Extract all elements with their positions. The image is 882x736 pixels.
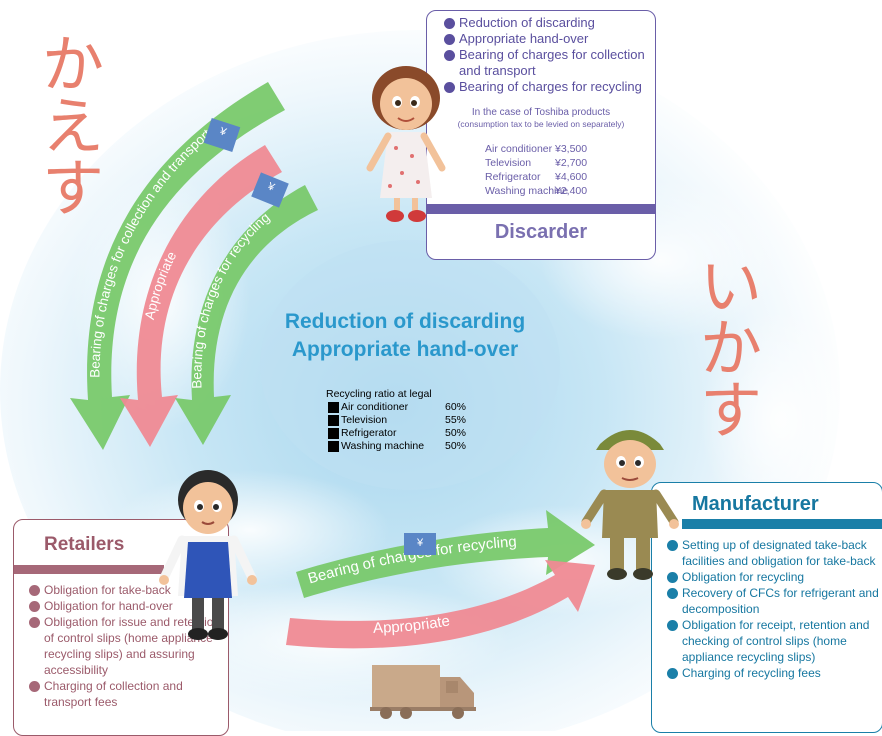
ratio-row: Washing machine 50%	[326, 440, 476, 453]
manufacturer-item: Setting up of designated take-back facil…	[666, 537, 880, 569]
japanese-kaesu: か え す	[42, 34, 112, 220]
woman-figure	[366, 66, 446, 222]
retailers-item: Charging of collection and transport fee…	[28, 678, 224, 710]
ratio-label: Air conditioner	[341, 401, 409, 413]
ratio-value: 50%	[445, 440, 467, 452]
ratio-row: Refrigerator 50%	[326, 427, 476, 440]
fee-value: ¥2,700	[555, 157, 588, 169]
arrow-appropriate-bottom	[286, 560, 595, 649]
fee-label: Washing machine	[485, 185, 569, 197]
fee-row: Air conditioner¥3,500	[485, 143, 645, 157]
arrow-recycling-bottom	[296, 510, 595, 598]
ratio-label: Television	[341, 414, 388, 426]
manufacturer-item: Charging of recycling fees	[666, 665, 880, 681]
jp-char: す	[700, 374, 763, 447]
fee-row: Refrigerator ¥4,600	[485, 171, 645, 185]
center-line-1: Reduction of discarding	[284, 310, 526, 333]
ratio-row: Air conditioner 60%	[326, 401, 476, 414]
ratio-title: Recycling ratio at legal	[326, 388, 432, 400]
arrow-collection	[70, 82, 285, 450]
arrow-recycling-left	[175, 185, 318, 445]
fee-value: ¥2,400	[555, 185, 588, 197]
arrow-appropriate-left	[120, 145, 282, 447]
retailers-divider	[14, 565, 164, 574]
jp-char: か	[42, 28, 105, 101]
ratio-value: 50%	[445, 427, 467, 439]
fee-label: Refrigerator	[485, 171, 541, 183]
ratio-value: 55%	[445, 414, 467, 426]
retailers-item: Obligation for hand-over	[28, 598, 224, 614]
yen-note-icon: ¥	[404, 533, 436, 555]
fee-value: ¥4,600	[555, 171, 588, 183]
manufacturer-title: Manufacturer	[692, 493, 819, 515]
discarder-divider	[427, 204, 655, 214]
discarder-tax-note: (consumption tax to be levied on separat…	[457, 119, 625, 129]
ratio-label: Refrigerator	[341, 427, 397, 439]
jp-char: え	[42, 90, 105, 163]
jp-char: か	[700, 312, 763, 385]
discarder-item: Reduction of discarding	[443, 15, 653, 31]
fee-label: Air conditioner	[485, 143, 553, 155]
manufacturer-item: Recovery of CFCs for refrigerant and dec…	[666, 585, 880, 617]
jp-char: す	[42, 152, 105, 225]
manufacturer-item: Obligation for recycling	[666, 569, 880, 585]
discarder-title: Discarder	[494, 221, 588, 243]
retailer-figure	[159, 470, 257, 640]
ratio-label: Washing machine	[341, 440, 425, 452]
center-message: Reduction of discarding Appropriate hand…	[240, 308, 570, 364]
fee-label: Television	[485, 157, 532, 169]
discarder-list: Reduction of discarding Appropriate hand…	[443, 15, 653, 95]
discarder-note: In the case of Toshiba products	[471, 107, 611, 118]
manufacturer-item: Obligation for receipt, retention and ch…	[666, 617, 880, 665]
fee-value: ¥3,500	[555, 143, 588, 155]
fee-row: Washing machine¥2,400	[485, 185, 645, 199]
fee-row: Television ¥2,700	[485, 157, 645, 171]
retailers-item: Obligation for issue and retention of co…	[28, 614, 224, 678]
ratio-row: Television 55%	[326, 414, 476, 427]
retailers-item: Obligation for take-back	[28, 582, 224, 598]
center-line-2: Appropriate hand-over	[291, 338, 519, 361]
discarder-panel: Reduction of discarding Appropriate hand…	[426, 10, 656, 260]
retailers-title: Retailers	[44, 534, 125, 555]
discarder-item: Bearing of charges for recycling	[443, 79, 653, 95]
worker-figure	[581, 430, 679, 580]
jp-char: い	[700, 250, 763, 323]
japanese-ikasu: い か す	[700, 256, 770, 442]
discarder-item: Appropriate hand-over	[443, 31, 653, 47]
recycling-ratio-table: Recycling ratio at legal Air conditioner…	[326, 388, 476, 453]
manufacturer-list: Setting up of designated take-back facil…	[666, 537, 880, 681]
manufacturer-panel: Manufacturer Setting up of designated ta…	[651, 482, 882, 733]
retailers-list: Obligation for take-back Obligation for …	[28, 582, 224, 710]
manufacturer-divider	[682, 519, 882, 529]
ratio-value: 60%	[445, 401, 467, 413]
truck-icon	[370, 665, 476, 719]
discarder-item: Bearing of charges for collection and tr…	[443, 47, 653, 79]
